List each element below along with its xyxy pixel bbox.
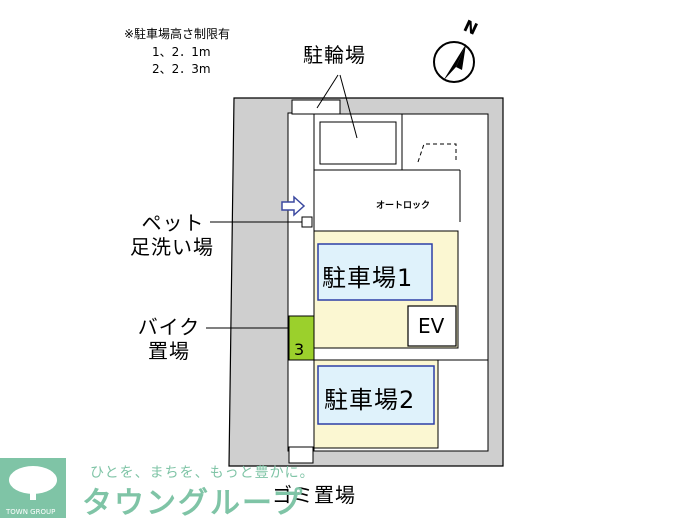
parking-1-box — [317, 243, 433, 301]
autolock-label: オートロック — [376, 201, 431, 211]
leader-bicycle-1 — [316, 74, 339, 109]
parking-2-label: 駐車場2 — [324, 386, 416, 414]
pet-foot-wash-label-1: ペット — [141, 211, 205, 235]
height-limit-2: 2、2．3m — [152, 62, 211, 76]
compass-icon — [433, 41, 475, 83]
tree-icon — [9, 466, 57, 500]
watermark-brand: タウングループ — [82, 486, 305, 521]
garbage-label: ゴミ置場 — [272, 483, 356, 507]
bike-parking-label-1: バイク — [137, 315, 201, 339]
bike-parking-label-2: 置場 — [148, 339, 190, 363]
ev-box — [407, 305, 457, 347]
entrance-door — [417, 143, 457, 163]
watermark-tagline: ひとを、まちを、もっと豊かに。 — [90, 465, 315, 481]
height-limit-1: 1、2．1m — [152, 45, 211, 59]
entrance-arrow — [281, 195, 306, 217]
leader-bicycle-2 — [339, 74, 358, 139]
pet-foot-wash-box — [301, 216, 313, 228]
watermark-group: TOWN GROUP — [6, 508, 56, 516]
garbage-box — [288, 446, 314, 464]
pet-foot-wash-label-2: 足洗い場 — [130, 235, 214, 259]
elevator-label: EV — [418, 314, 445, 338]
watermark-logo: TOWN GROUP — [0, 458, 66, 518]
top-gate — [291, 99, 341, 115]
bicycle-parking-label: 駐輪場 — [303, 43, 366, 67]
bicycle-rack — [319, 121, 397, 165]
bike-slot — [288, 315, 315, 361]
bike-slot-number: 3 — [294, 340, 305, 359]
height-limit-title: ※駐車場高さ制限有 — [124, 27, 231, 41]
parking-1-label: 駐車場1 — [322, 264, 414, 292]
parking-2-box — [317, 365, 435, 425]
driveway — [287, 112, 315, 452]
